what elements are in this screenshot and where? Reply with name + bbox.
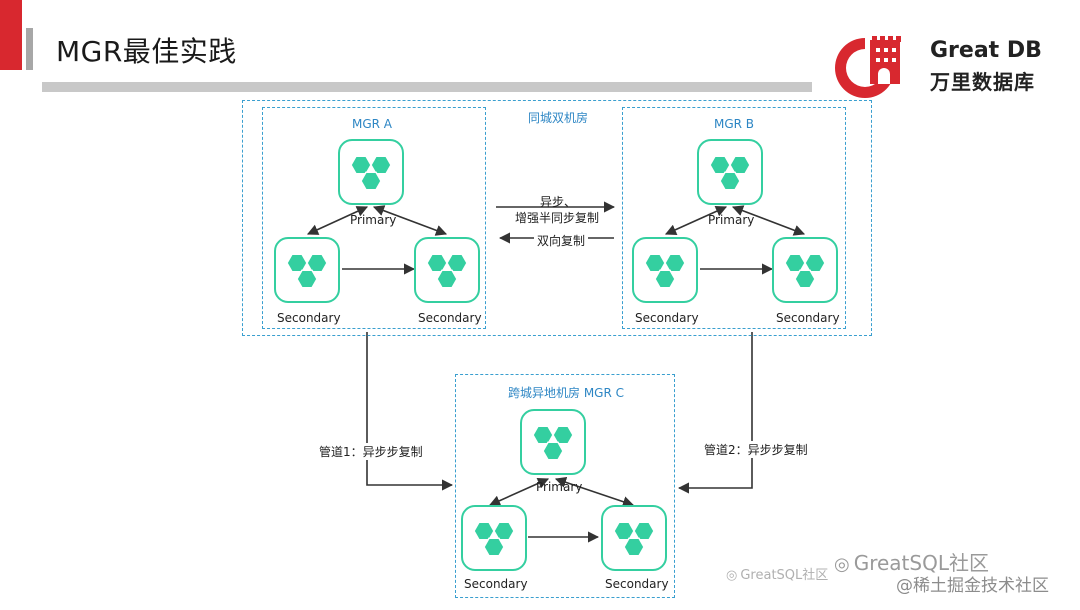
watermark-main: ◎GreatSQL社区 <box>834 547 989 576</box>
group-a-box <box>262 107 486 329</box>
title-underline <box>42 82 812 92</box>
link-ab-label-line2: 增强半同步复制 <box>515 211 600 225</box>
a-secondary-left-label: Secondary <box>277 311 341 325</box>
c-primary-to-right <box>554 476 635 508</box>
c-secondary-right-node-icon <box>601 505 667 571</box>
b-primary-to-left <box>664 206 728 235</box>
b-primary-node-icon <box>697 139 763 205</box>
a-secondary-left-node-icon <box>274 237 340 303</box>
greatdb-logo: Great DB 万里数据库 <box>826 34 1066 98</box>
c-secondary-right-label: Secondary <box>605 577 669 591</box>
a-primary-node-icon <box>338 139 404 205</box>
slide-title: MGR最佳实践 <box>56 35 237 68</box>
pipe1-label: 管道1：异步步复制 <box>317 443 425 460</box>
watermark-small-text: GreatSQL社区 <box>740 568 829 583</box>
great-wall-logo-icon <box>835 36 901 98</box>
c-primary-to-left <box>488 478 550 506</box>
b-secondary-right-label: Secondary <box>776 311 840 325</box>
a-secondary-right-node-icon <box>414 237 480 303</box>
pipe2-arrow <box>677 332 753 494</box>
group-c-box <box>455 374 675 598</box>
c-secondary-left-label: Secondary <box>464 577 528 591</box>
b-secondary-right-node-icon <box>772 237 838 303</box>
logo-line1: Great DB <box>930 38 1042 63</box>
accent-bar-grey <box>26 28 33 70</box>
b-primary-to-right <box>731 205 806 236</box>
group-b-box <box>622 107 846 329</box>
accent-bar-red <box>0 0 22 70</box>
wechat-small-icon: ◎ <box>726 568 738 583</box>
same-city-region <box>242 100 872 336</box>
pipe2-label: 管道2：异步步复制 <box>702 441 810 458</box>
b-primary-label: Primary <box>708 213 755 227</box>
wechat-icon: ◎ <box>834 554 850 575</box>
b-secondary-left-node-icon <box>632 237 698 303</box>
b-secondary-left-label: Secondary <box>635 311 699 325</box>
logo-line2: 万里数据库 <box>930 70 1035 94</box>
link-ba-label: 双向复制 <box>534 232 589 249</box>
a-primary-label: Primary <box>350 213 397 227</box>
watermark-small: ◎GreatSQL社区 <box>726 564 828 583</box>
group-c-label: 跨城异地机房 MGR C <box>508 386 624 400</box>
c-primary-node-icon <box>520 409 586 475</box>
pipe1-arrow <box>366 332 454 491</box>
group-b-label: MGR B <box>714 117 755 131</box>
link-ab-label-line1: 异步、 <box>540 195 577 209</box>
c-secondary-left-node-icon <box>461 505 527 571</box>
watermark-main-text: GreatSQL社区 <box>853 551 989 575</box>
a-secondary-right-label: Secondary <box>418 311 482 325</box>
same-city-label: 同城双机房 <box>528 111 589 125</box>
a-primary-to-right <box>372 205 448 236</box>
watermark-handle: @稀土掘金技术社区 <box>896 576 1049 596</box>
group-a-label: MGR A <box>352 117 393 131</box>
c-primary-label: Primary <box>536 480 583 494</box>
a-primary-to-left <box>306 206 369 235</box>
